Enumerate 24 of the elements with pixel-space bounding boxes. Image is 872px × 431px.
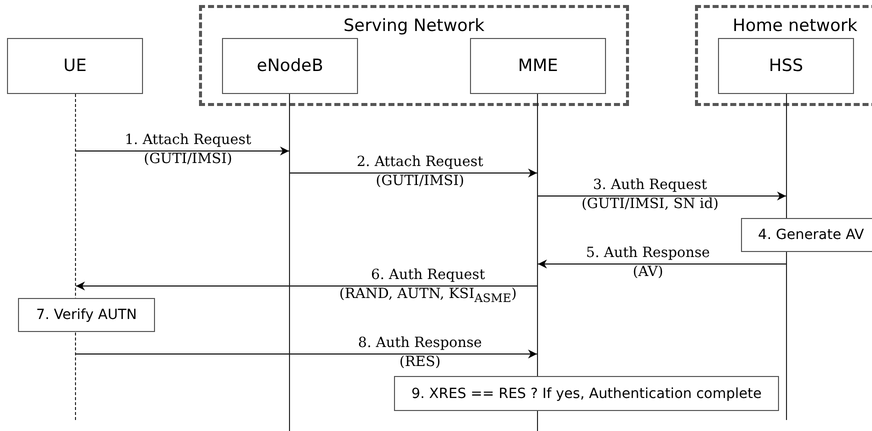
note-box: 7. Verify AUTN <box>18 298 155 332</box>
message-arrow <box>76 282 538 290</box>
edge-label: 1. Attach Request (GUTI/IMSI) <box>124 131 252 169</box>
participant-box: eNodeB <box>222 38 358 94</box>
message-arrow <box>538 260 786 268</box>
edge-label: 6. Auth Request (RAND, AUTN, KSI$_{ASME}$) <box>339 266 517 307</box>
network-group <box>199 5 629 106</box>
note-box: 9. XRES == RES ? If yes, Authentication complete <box>394 376 779 411</box>
message-arrow <box>538 192 786 200</box>
participant-box: MME <box>470 38 606 94</box>
participant-box: UE <box>7 38 143 94</box>
message-arrow <box>76 350 538 358</box>
edge-label: 8. Auth Response (RES) <box>358 334 482 372</box>
edge-label: 2. Attach Request (GUTI/IMSI) <box>356 153 484 191</box>
message-arrow <box>290 168 538 178</box>
edge-label: 5. Auth Response (AV) <box>586 244 710 282</box>
network-group <box>695 5 872 106</box>
note-box: 4. Generate AV <box>741 218 872 252</box>
message-arrow <box>76 146 290 156</box>
group-title: Serving Network <box>342 16 486 36</box>
group-title: Home network <box>732 16 858 36</box>
edge-label: 3. Auth Request (GUTI/IMSI, SN id) <box>581 176 719 214</box>
participant-box: HSS <box>718 38 854 94</box>
lifeline <box>289 94 290 431</box>
